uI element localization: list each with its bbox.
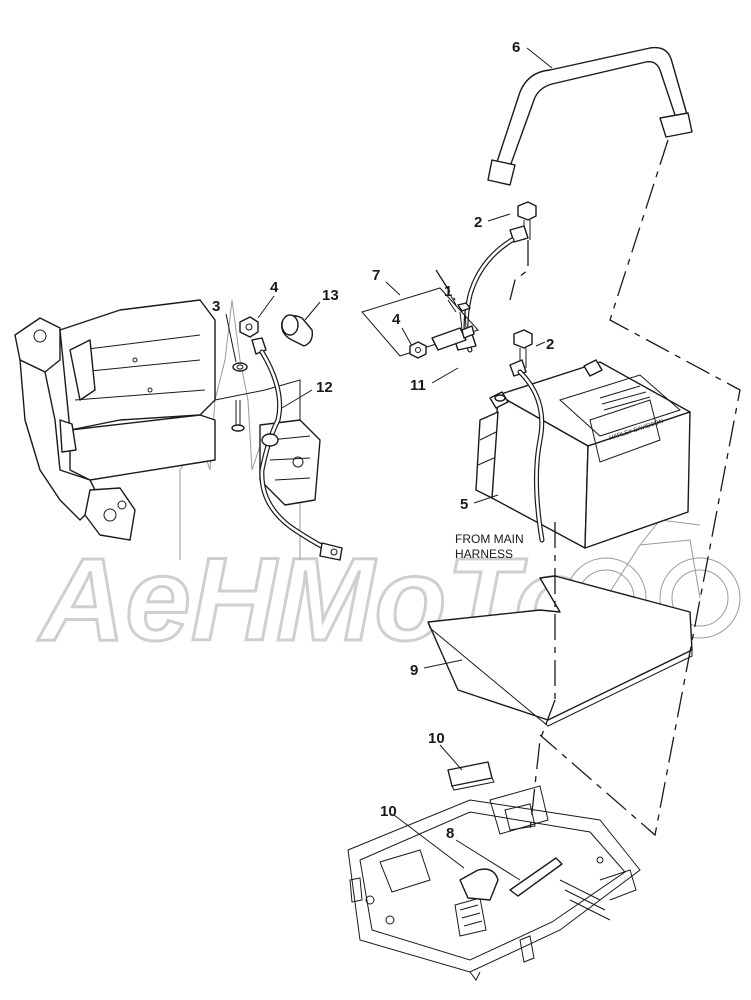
callout-10-top: 10 (428, 730, 445, 747)
part-2-bolt-right (513, 329, 533, 368)
leader-lines (225, 47, 553, 881)
part-9-battery-pad (427, 575, 693, 727)
note-harness: HARNESS (455, 547, 513, 561)
callout-4-right: 4 (392, 311, 401, 328)
callout-2-top: 2 (474, 214, 482, 231)
part-8-battery-tray (347, 785, 641, 981)
callout-labels: 6 2 2 7 1 4 11 5 9 10 10 8 3 4 13 12 (212, 39, 554, 842)
part-4-nut-left (239, 316, 259, 338)
callout-6: 6 (512, 39, 520, 56)
part-13-terminal-boot (281, 314, 314, 347)
note-from-main: FROM MAIN (455, 532, 524, 546)
part-10-spacer-top (447, 761, 495, 791)
motorcycle-frame (14, 299, 321, 541)
callout-4-left: 4 (270, 279, 279, 296)
callout-7: 7 (372, 267, 380, 284)
part-5-battery: HARLEY-DAVIDSON (475, 359, 691, 549)
callout-11: 11 (410, 377, 426, 394)
callout-13: 13 (322, 287, 339, 304)
part-7-breaker (361, 287, 479, 357)
callout-5: 5 (460, 496, 468, 513)
callout-12: 12 (316, 379, 333, 396)
part-1-screw (447, 299, 457, 313)
callout-10-bottom: 10 (380, 803, 397, 820)
part-3-washer (231, 362, 248, 432)
callout-9: 9 (410, 662, 418, 679)
part-4-nut-right (409, 341, 427, 359)
callout-1: 1 (444, 283, 452, 300)
harness-note: FROM MAIN HARNESS (455, 532, 524, 561)
part-6-hold-down-strap (487, 46, 693, 186)
alignment-phantom-lines (435, 139, 741, 837)
part-2-bolt-top (517, 201, 537, 240)
callout-8: 8 (446, 825, 454, 842)
main-harness-cable (509, 359, 545, 543)
part-12-ground-cable (251, 337, 343, 561)
callout-3: 3 (212, 298, 220, 315)
callout-2-right: 2 (546, 336, 554, 353)
